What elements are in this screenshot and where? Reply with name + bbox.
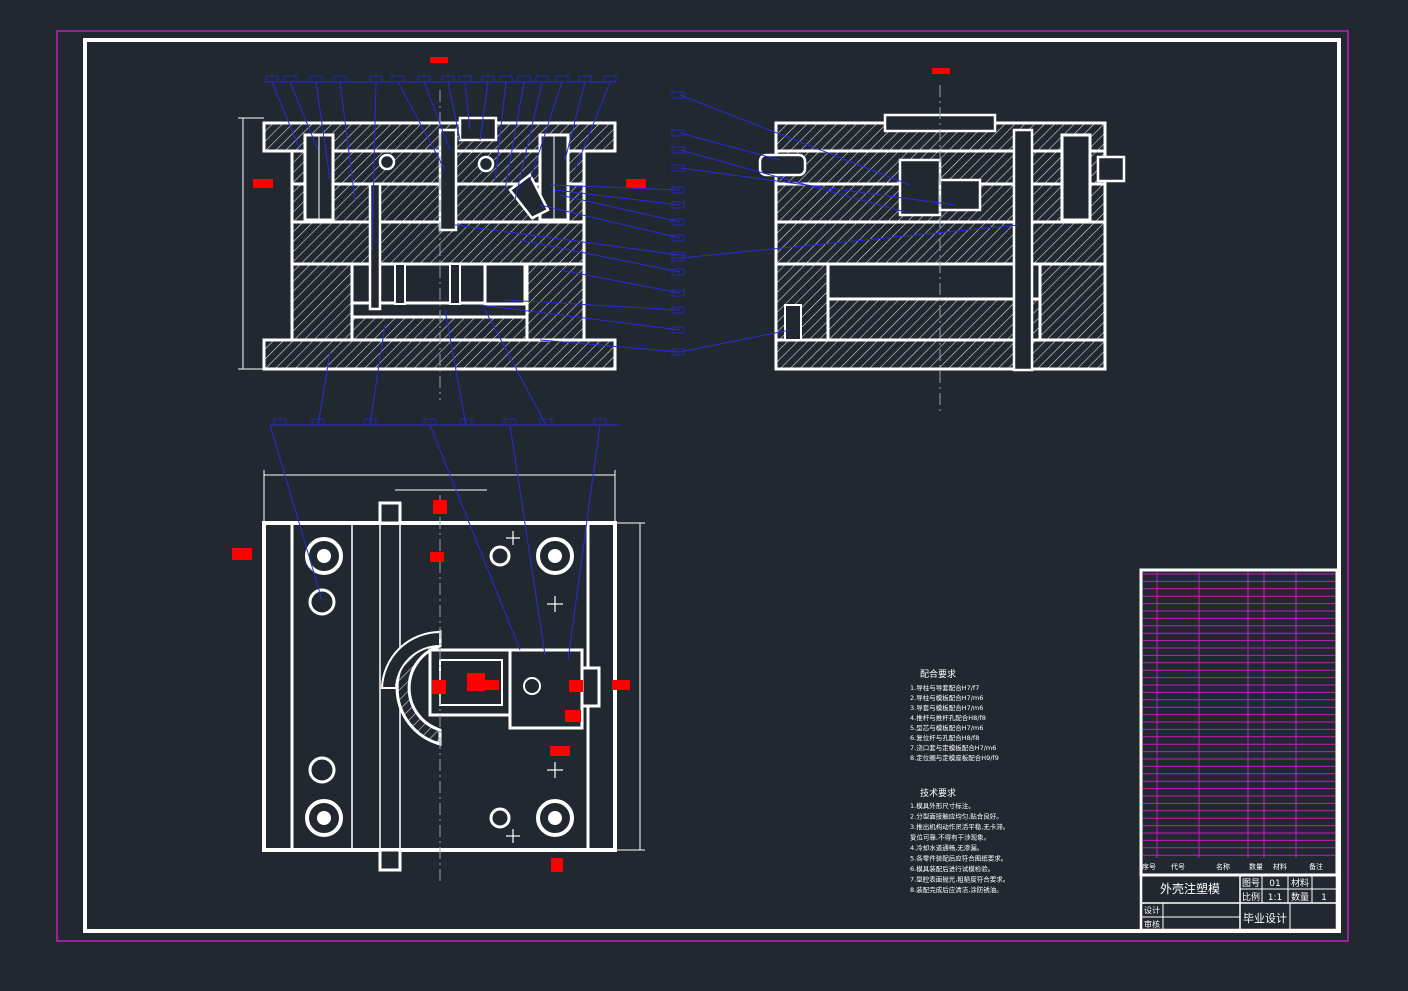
review-label: 审核 [1144,919,1160,929]
tech-requirement-item: 3.推出机构动作灵活平稳,无卡滞。 [910,822,1009,831]
bill-of-materials: 序号 代号 名称 数量 材料 备注 [1139,568,1339,877]
bom-header-cell: 数量 [1249,862,1263,871]
fit-requirement-item: 2.导柱与模板配合H7/m6 [910,693,983,702]
tech-requirement-item: 8.装配完成后应清洁,涂防锈油。 [910,885,1003,894]
graduation-design-label: 毕业设计 [1243,912,1287,925]
drawing-no: 01 [1269,879,1280,889]
fit-requirement-item: 1.导柱与导套配合H7/f7 [910,683,979,692]
part-name: 外壳注塑模 [1160,881,1220,896]
design-label: 设计 [1144,905,1160,915]
drawing-no-label: 图号 [1242,878,1260,889]
quantity-label: 数量 [1291,891,1309,903]
notes-block: 配合要求 1.导柱与导套配合H7/f72.导柱与模板配合H7/m63.导套与模板… [910,668,1009,894]
tech-requirement-item: 1.模具外形尺寸标注。 [910,801,975,810]
front-section-view [238,57,681,426]
scale-value: 1:1 [1268,893,1282,903]
bom-header-cell: 代号 [1171,862,1185,871]
fit-requirement-item: 6.复位杆与孔配合H8/f8 [910,733,979,742]
scale-label: 比例 [1242,891,1260,903]
tech-requirement-item: 5.各零件装配后应符合图纸要求。 [910,854,1007,863]
fit-requirement-item: 4.推杆与推杆孔配合H8/f8 [910,713,986,722]
quantity-value: 1 [1321,893,1327,903]
bom-header-cell: 材料 [1273,862,1287,871]
tech-requirement-item: 2.分型面接触应均匀,贴合良好。 [910,812,1003,821]
tech-requirement-item: 7.型腔表面抛光,粗糙度符合要求。 [910,875,1009,884]
material-label: 材料 [1291,877,1309,889]
tech-requirements-title: 技术要求 [920,787,956,799]
side-section-view [679,68,1126,415]
bom-header-cell: 名称 [1216,862,1230,871]
plan-view [232,424,645,885]
fit-requirements-title: 配合要求 [920,668,956,680]
title-block: 外壳注塑模 图号 01 材料 比例 1:1 数量 1 设计 审核 毕业设计 [1139,873,1339,932]
drawing-frame [83,38,1341,933]
fit-requirement-item: 7.浇口套与定模板配合H7/m6 [910,743,996,752]
fit-requirement-item: 8.定位圈与定模座板配合H9/f9 [910,753,999,762]
part-number-labels [265,75,685,426]
bom-header-cell: 序号 [1142,862,1156,871]
tech-requirement-item: 6.模具装配后进行试模检验。 [910,864,994,873]
tech-requirement-item: 4.冷却水道通畅,无渗漏。 [910,843,983,852]
fit-requirement-item: 3.导套与模板配合H7/m6 [910,703,983,712]
outer-border [56,30,1349,942]
bom-header-cell: 备注 [1309,862,1323,871]
tech-requirement-item: 复位可靠,不得有干涉现象。 [910,833,990,842]
fit-requirement-item: 5.型芯与模板配合H7/m6 [910,723,983,732]
